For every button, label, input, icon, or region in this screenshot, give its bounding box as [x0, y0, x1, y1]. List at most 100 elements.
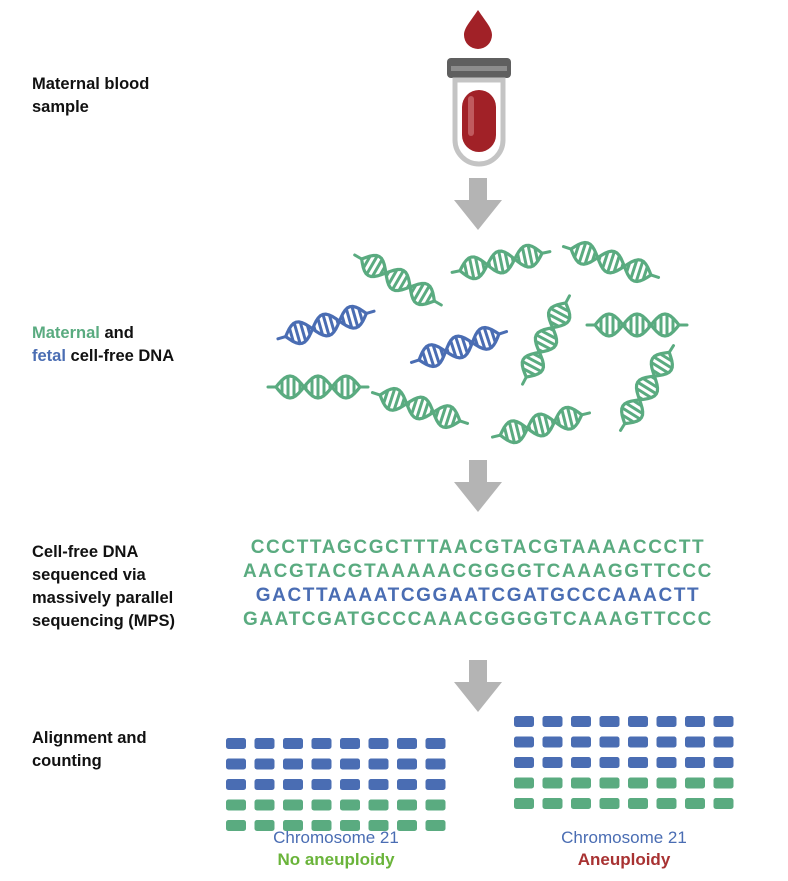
- fetal-read-block: [713, 736, 734, 748]
- fetal-read-block: [397, 738, 417, 749]
- caption-right-result: Aneuploidy: [577, 850, 671, 869]
- down-arrow-icon: [454, 660, 502, 712]
- fetal-read-block: [514, 736, 534, 748]
- fetal-read-block: [254, 738, 275, 749]
- fetal-read-block: [542, 757, 563, 768]
- fetal-read-block: [599, 736, 620, 748]
- fetal-read-block: [571, 757, 591, 768]
- maternal-read-block: [628, 798, 648, 809]
- label-blood-sample: Maternal blood sample: [32, 73, 149, 119]
- label-cell-free-dna: Maternal and fetal cell-free DNA: [32, 322, 174, 368]
- fetal-read-block: [226, 738, 246, 749]
- down-arrow-icon: [454, 178, 502, 230]
- label-seq-line2: sequenced via: [32, 566, 146, 584]
- caption-left: Chromosome 21 No aneuploidy: [216, 827, 456, 871]
- dna-helix-icon: [266, 374, 370, 400]
- fetal-read-block: [685, 716, 705, 727]
- fetal-read-block: [542, 736, 563, 748]
- dna-helix-icon: [450, 243, 552, 281]
- label-blood-line2: sample: [32, 98, 89, 116]
- fetal-read-block: [340, 738, 360, 749]
- fetal-read-block: [283, 758, 303, 770]
- label-align-line2: counting: [32, 752, 102, 770]
- caption-right: Chromosome 21 Aneuploidy: [504, 827, 744, 871]
- maternal-read-block: [713, 798, 734, 809]
- label-cfdna-word: cell-free DNA: [65, 347, 175, 365]
- fetal-read-block: [226, 779, 246, 790]
- blood-drop-icon: [464, 10, 492, 49]
- maternal-read-block: [283, 820, 303, 831]
- maternal-read-block: [368, 799, 389, 811]
- maternal-read-block: [254, 799, 275, 811]
- maternal-read-block: [425, 799, 446, 811]
- fetal-read-block: [571, 716, 591, 727]
- fetal-read-block: [656, 716, 677, 727]
- down-arrow-icon: [454, 460, 502, 512]
- fetal-read-block: [340, 779, 360, 790]
- fetal-read-block: [685, 757, 705, 768]
- label-blood-line1: Maternal blood: [32, 75, 150, 93]
- caption-left-chromosome: Chromosome 21: [273, 828, 399, 847]
- fetal-read-block: [685, 736, 705, 748]
- maternal-read-block: [397, 799, 417, 811]
- maternal-read-block: [226, 799, 246, 811]
- fetal-read-block: [368, 779, 389, 790]
- sequence-block: CCCTTAGCGCTTTAACGTACGTAAAACCCTT AACGTACG…: [228, 536, 728, 632]
- label-maternal-word: Maternal: [32, 324, 100, 342]
- maternal-read-block: [571, 777, 591, 789]
- fetal-read-block: [571, 736, 591, 748]
- fetal-read-block: [628, 736, 648, 748]
- fetal-read-block: [254, 779, 275, 790]
- maternal-read-block: [656, 777, 677, 789]
- maternal-read-block: [685, 777, 705, 789]
- label-and-word: and: [99, 324, 134, 342]
- maternal-read-block: [226, 820, 246, 831]
- maternal-read-block: [368, 820, 389, 831]
- fetal-read-block: [368, 738, 389, 749]
- maternal-read-block: [685, 798, 705, 809]
- maternal-read-block: [599, 777, 620, 789]
- fetal-read-block: [514, 757, 534, 768]
- fetal-read-block: [340, 758, 360, 770]
- caption-right-chromosome: Chromosome 21: [561, 828, 687, 847]
- maternal-read-block: [340, 820, 360, 831]
- maternal-read-block: [311, 799, 332, 811]
- maternal-read-block: [542, 798, 563, 809]
- fetal-read-block: [514, 716, 534, 727]
- fetal-read-block: [656, 757, 677, 768]
- fetal-read-block: [628, 757, 648, 768]
- maternal-read-block: [283, 799, 303, 811]
- fetal-read-block: [425, 779, 446, 790]
- dna-helix-icon: [370, 386, 470, 430]
- maternal-read-block: [397, 820, 417, 831]
- label-seq-line4: sequencing (MPS): [32, 612, 176, 630]
- sequence-read: GACTTAAAATCGGAATCGATGCCCAAACTT: [255, 585, 701, 606]
- dna-helix-icon: [353, 253, 443, 307]
- fetal-read-block: [311, 758, 332, 770]
- fetal-read-block: [311, 779, 332, 790]
- maternal-read-block: [254, 820, 275, 831]
- fetal-read-block: [656, 736, 677, 748]
- fetal-read-block: [226, 758, 246, 770]
- fetal-read-block: [542, 716, 563, 727]
- maternal-read-block: [713, 777, 734, 789]
- maternal-read-block: [656, 798, 677, 809]
- maternal-read-block: [599, 798, 620, 809]
- fetal-read-block: [628, 716, 648, 727]
- label-fetal-word: fetal: [32, 347, 66, 365]
- sequence-read: AACGTACGTAAAAACGGGGTCAAAGGTTCCC: [242, 561, 714, 582]
- sequence-read: CCCTTAGCGCTTTAACGTACGTAAAACCCTT: [250, 537, 706, 558]
- fetal-read-block: [425, 758, 446, 770]
- fetal-read-block: [368, 758, 389, 770]
- maternal-read-block: [514, 777, 534, 789]
- dna-helix-icon: [619, 344, 675, 432]
- dna-helix-icon: [561, 240, 661, 284]
- dna-helix-icon: [409, 325, 509, 369]
- dna-helix-icon: [276, 304, 376, 346]
- dna-helix-icon: [520, 294, 572, 386]
- fetal-read-block: [283, 779, 303, 790]
- maternal-read-block: [628, 777, 648, 789]
- maternal-read-block: [425, 820, 446, 831]
- test-tube-icon: [447, 58, 511, 167]
